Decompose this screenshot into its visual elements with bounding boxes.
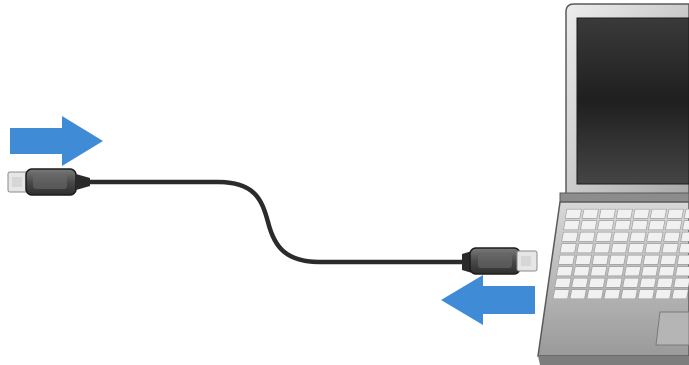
- keyboard-key: [650, 209, 666, 218]
- keyboard-key: [674, 278, 689, 287]
- keyboard-key: [645, 244, 661, 253]
- keyboard-key: [553, 290, 569, 299]
- keyboard-key: [606, 278, 622, 287]
- usb-plug-right-icon: [462, 248, 537, 274]
- keyboard-key: [574, 267, 590, 276]
- keyboard-key: [587, 290, 603, 299]
- keyboard-key: [577, 244, 593, 253]
- keyboard-key: [611, 244, 627, 253]
- keyboard-key: [666, 221, 682, 230]
- arrow-right-icon: [10, 116, 103, 166]
- keyboard-key: [572, 278, 588, 287]
- keyboard-key: [575, 255, 591, 264]
- keyboard-key: [679, 244, 689, 253]
- keyboard-key: [615, 221, 631, 230]
- keyboard-key: [616, 209, 632, 218]
- keyboard-key: [598, 221, 614, 230]
- keyboard-key: [655, 290, 671, 299]
- keyboard-key: [592, 255, 608, 264]
- keyboard-key: [608, 267, 624, 276]
- keyboard-key: [664, 232, 680, 241]
- keyboard-key: [570, 290, 586, 299]
- keyboard-key: [657, 278, 673, 287]
- keyboard-key: [581, 221, 597, 230]
- keyboard-key: [555, 278, 571, 287]
- keyboard-key: [565, 209, 581, 218]
- keyboard-key: [647, 232, 663, 241]
- keyboard-key: [560, 244, 576, 253]
- keyboard-key: [638, 290, 654, 299]
- usb-cable: [8, 169, 537, 274]
- keyboard-key: [626, 255, 642, 264]
- keyboard-key: [633, 209, 649, 218]
- keyboard-key: [613, 232, 629, 241]
- keyboard-key: [677, 255, 689, 264]
- keyboard-key: [594, 244, 610, 253]
- keyboard-key: [579, 232, 595, 241]
- keyboard-key: [662, 244, 678, 253]
- keyboard-key: [604, 290, 620, 299]
- keyboard-key: [681, 232, 689, 241]
- keyboard-key: [558, 255, 574, 264]
- keyboard-key: [676, 267, 689, 276]
- keyboard-key: [642, 267, 658, 276]
- keyboard-key: [582, 209, 598, 218]
- keyboard-key: [672, 290, 688, 299]
- arrow-left-icon: [441, 275, 535, 325]
- keyboard-key: [564, 221, 580, 230]
- keyboard-key: [628, 244, 644, 253]
- keyboard-key: [659, 267, 675, 276]
- keyboard-key: [649, 221, 665, 230]
- keyboard-key: [630, 232, 646, 241]
- keyboard-key: [621, 290, 637, 299]
- keyboard-key: [596, 232, 612, 241]
- keyboard-key: [589, 278, 605, 287]
- keyboard-key: [660, 255, 676, 264]
- keyboard-key: [640, 278, 656, 287]
- keyboard-key: [591, 267, 607, 276]
- keyboard-key: [667, 209, 683, 218]
- keyboard-key: [557, 267, 573, 276]
- keyboard-key: [562, 232, 578, 241]
- usb-plug-left-icon: [8, 169, 90, 195]
- keyboard-key: [609, 255, 625, 264]
- keyboard-key: [643, 255, 659, 264]
- keyboard-key: [625, 267, 641, 276]
- keyboard-key: [599, 209, 615, 218]
- keyboard-key: [632, 221, 648, 230]
- laptop-icon: [538, 4, 689, 365]
- keyboard-key: [623, 278, 639, 287]
